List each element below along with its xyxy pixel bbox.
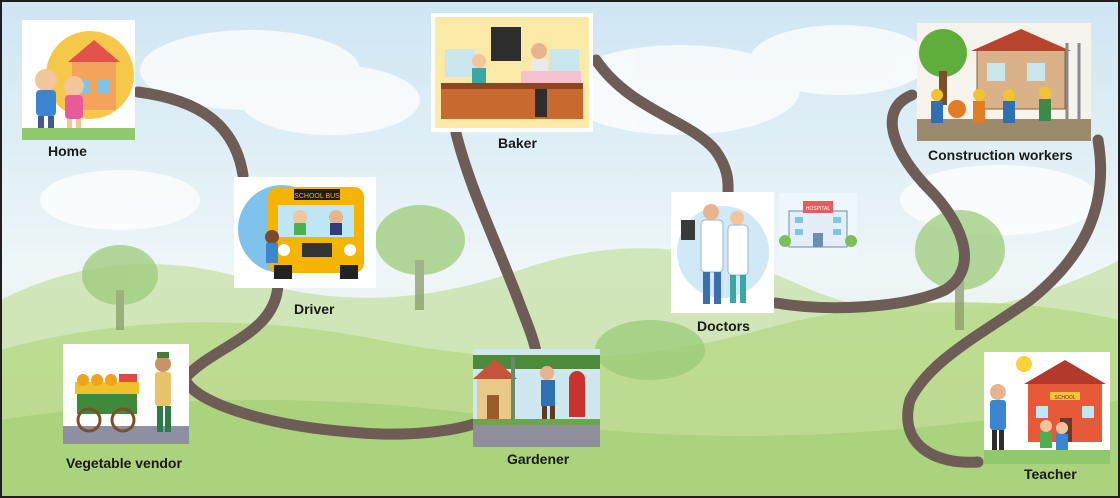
label-doctors: Doctors — [697, 318, 750, 334]
label-driver: Driver — [294, 301, 335, 317]
hospital-sign: HOSPITAL — [806, 206, 831, 212]
teacher-card: SCHOOL — [984, 352, 1110, 464]
label-construction-workers: Construction workers — [928, 147, 1073, 163]
gardener-card — [473, 349, 600, 447]
path-home-to-driver — [132, 86, 249, 181]
path-baker-to-gardener — [450, 127, 542, 358]
label-vegetable-vendor: Vegetable vendor — [66, 455, 182, 471]
school-bus-illustration: SCHOOL BUS — [238, 185, 364, 279]
construction-illustration — [917, 23, 1091, 141]
teacher-school-illustration: SCHOOL — [984, 352, 1110, 464]
bus-sign: SCHOOL BUS — [294, 193, 340, 200]
doctors-illustration — [677, 204, 769, 304]
path-doctors-to-construction — [770, 89, 970, 314]
home-card — [22, 20, 135, 140]
label-baker: Baker — [498, 135, 537, 151]
gardener-illustration — [473, 349, 600, 447]
school-sign: SCHOOL — [1054, 395, 1075, 401]
construction-card — [917, 23, 1091, 141]
path-construction-to-teacher — [902, 134, 1107, 468]
path-driver-to-vendor — [179, 279, 480, 440]
path-baker-to-doctors — [590, 54, 734, 199]
label-teacher: Teacher — [1024, 466, 1077, 482]
doctors-card — [671, 192, 774, 313]
bakery-illustration — [435, 17, 589, 128]
driver-card: SCHOOL BUS — [234, 177, 376, 288]
vegetable-vendor-card — [63, 344, 189, 444]
home-illustration — [22, 31, 135, 140]
hospital-card: HOSPITAL — [779, 193, 857, 255]
hospital-illustration: HOSPITAL — [779, 193, 857, 255]
label-gardener: Gardener — [507, 451, 570, 467]
vegetable-cart-illustration — [63, 344, 189, 444]
label-home: Home — [48, 143, 87, 159]
baker-card — [431, 13, 593, 132]
